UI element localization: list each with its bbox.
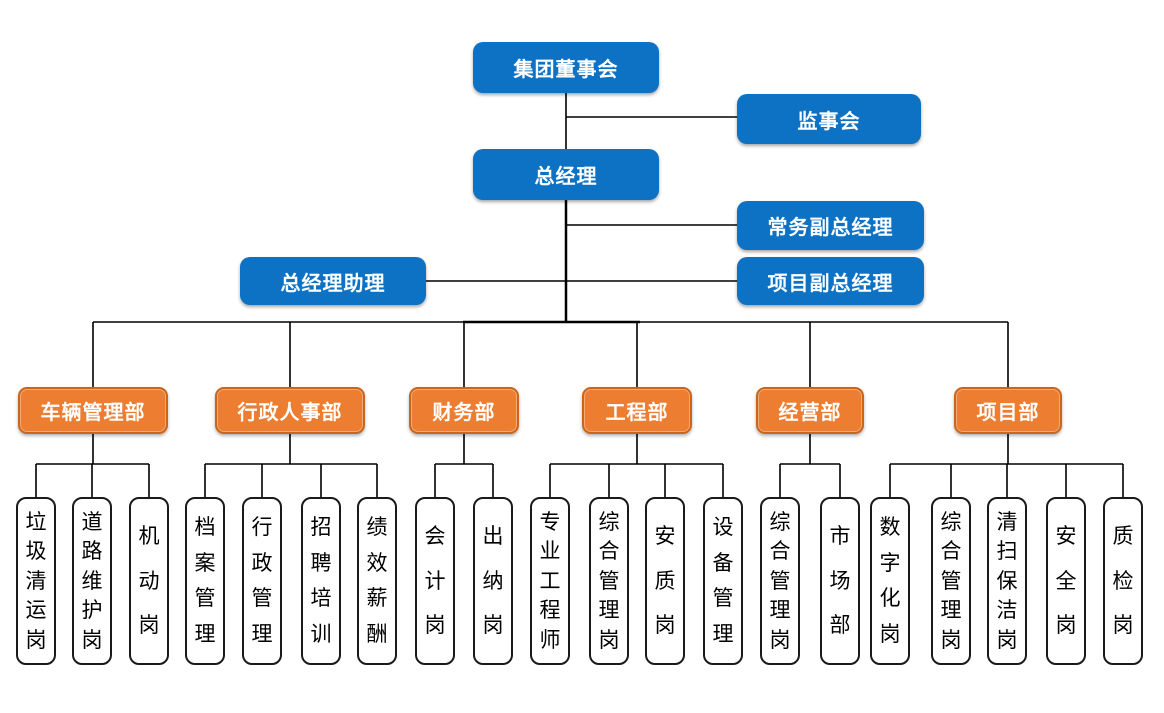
node-dept-engineering: 工程部 bbox=[582, 387, 692, 434]
connector-trunk bbox=[463, 200, 640, 324]
node-dept-vehicle-management: 车辆管理部 bbox=[18, 387, 168, 434]
node-position-general-management-eng: 综合管理岗 bbox=[589, 497, 629, 665]
node-position-sweeping-cleaning: 清扫保洁岗 bbox=[987, 497, 1027, 665]
node-position-accounting: 会计岗 bbox=[415, 497, 455, 665]
node-general-manager: 总经理 bbox=[473, 149, 659, 200]
node-gm-assistant: 总经理助理 bbox=[240, 257, 426, 305]
node-position-safety: 安全岗 bbox=[1046, 497, 1086, 665]
node-position-garbage-collection: 垃圾清运岗 bbox=[16, 497, 56, 665]
node-position-equipment-management: 设备管理 bbox=[703, 497, 743, 665]
node-position-general-management-proj: 综合管理岗 bbox=[931, 497, 971, 665]
node-position-professional-engineer: 专业工程师 bbox=[530, 497, 570, 665]
node-position-road-maintenance: 道路维护岗 bbox=[72, 497, 112, 665]
node-position-mobile: 机动岗 bbox=[129, 497, 169, 665]
node-position-performance-compensation: 绩效薪酬 bbox=[357, 497, 397, 665]
node-dept-finance: 财务部 bbox=[409, 387, 519, 434]
node-group-board: 集团董事会 bbox=[473, 42, 659, 93]
node-position-quality-inspection: 质检岗 bbox=[1103, 497, 1143, 665]
node-dept-admin-hr: 行政人事部 bbox=[215, 387, 365, 434]
node-position-archives-management: 档案管理 bbox=[185, 497, 225, 665]
node-position-recruit-training: 招聘培训 bbox=[301, 497, 341, 665]
node-position-general-management-ops: 综合管理岗 bbox=[760, 497, 800, 665]
node-dept-operations: 经营部 bbox=[756, 387, 864, 434]
node-supervisory-board: 监事会 bbox=[737, 94, 921, 144]
node-position-market: 市场部 bbox=[820, 497, 860, 665]
node-position-safety-quality: 安质岗 bbox=[645, 497, 685, 665]
node-executive-deputy-gm: 常务副总经理 bbox=[737, 201, 924, 250]
node-project-deputy-gm: 项目副总经理 bbox=[737, 257, 924, 305]
node-position-cashier: 出纳岗 bbox=[473, 497, 513, 665]
node-dept-project: 项目部 bbox=[954, 387, 1062, 434]
node-position-admin-management: 行政管理 bbox=[242, 497, 282, 665]
node-position-digitalization: 数字化岗 bbox=[870, 497, 910, 665]
